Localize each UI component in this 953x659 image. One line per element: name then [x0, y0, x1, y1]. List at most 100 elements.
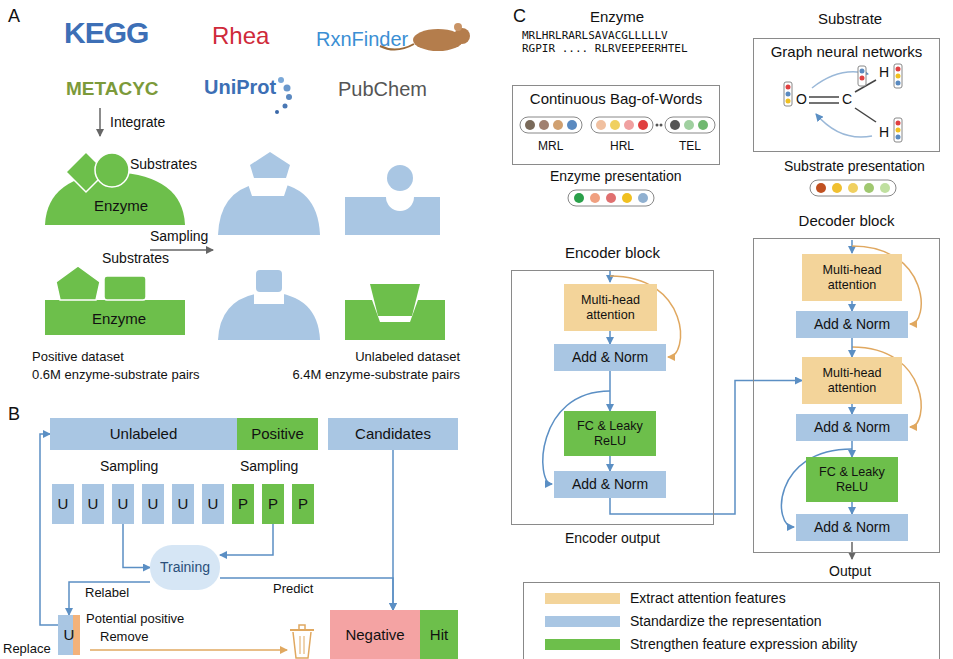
box-label: U: [148, 495, 159, 512]
process-box: P: [262, 484, 284, 524]
connector: [40, 434, 58, 625]
connector: [609, 456, 611, 471]
process-box: P: [232, 484, 254, 524]
text-label: Output: [829, 563, 871, 579]
text-label: 6.4M enzyme-substrate pairs: [292, 368, 460, 383]
connector: [123, 524, 150, 568]
box-label: Positive: [251, 425, 304, 442]
text-label: Rhea: [212, 22, 269, 50]
block-frame: Decoder blockMulti-head attentionAdd & N…: [753, 238, 940, 553]
box-label: U: [64, 626, 75, 643]
process-box: Hit: [420, 610, 458, 659]
edge-label: Replace: [2, 642, 52, 657]
text-label: PubChem: [338, 78, 427, 101]
text-label: MRLHRLRARLSAVACGLLLLLV RGPIR .... RLRVEE…: [522, 30, 694, 55]
box-label: Enzyme: [92, 310, 146, 327]
box-label: Add & Norm: [814, 519, 890, 535]
text-label: O: [796, 91, 807, 107]
box-label: Multi-head attention: [802, 263, 902, 292]
text-label: MRL: [538, 140, 563, 154]
process-box: U: [142, 484, 164, 524]
box-label: FC & Leaky ReLU: [564, 419, 656, 448]
text-label: Sampling: [150, 228, 208, 244]
text-label: Substrate presentation: [784, 158, 925, 174]
process-box: FC & Leaky ReLU: [564, 411, 656, 456]
process-box: U: [202, 484, 224, 524]
panel-letter: B: [8, 404, 20, 425]
legend-text: Strengthen feature expression ability: [630, 636, 857, 652]
process-box: U: [58, 615, 80, 655]
block-heading: Decoder block: [754, 212, 939, 229]
text-label: Substrate: [818, 10, 882, 27]
connector: [392, 450, 394, 610]
panel-letter: A: [8, 6, 20, 27]
connector: [851, 404, 853, 414]
text-label: H: [879, 124, 889, 140]
text-label: UniProt: [204, 76, 276, 99]
connector: [851, 301, 853, 311]
process-box: Training: [150, 545, 220, 590]
box-label: P: [268, 495, 278, 512]
text-label: METACYC: [66, 78, 159, 100]
text-label: H: [879, 64, 889, 80]
text-label: 0.6M enzyme-substrate pairs: [32, 368, 200, 383]
process-box: Add & Norm: [796, 414, 908, 441]
box-label: Hit: [430, 626, 448, 643]
legend-text: Standardize the representation: [630, 613, 821, 629]
text-label: Integrate: [110, 114, 165, 130]
block-frame: Encoder blockMulti-head attentionAdd & N…: [511, 270, 714, 525]
process-box: Add & Norm: [796, 311, 908, 338]
text-label: Sampling: [240, 458, 298, 474]
text-label: Enzyme presentation: [550, 168, 682, 184]
connector: [609, 331, 611, 344]
text-label: Encoder output: [565, 530, 660, 546]
text-label: Positive dataset: [32, 350, 124, 365]
panel-letter: C: [513, 6, 526, 27]
box-label: U: [208, 495, 219, 512]
legend-text: Extract attention features: [630, 590, 786, 606]
process-box: Multi-head attention: [802, 254, 902, 301]
process-box: Enzyme: [88, 195, 154, 217]
process-box: Enzyme: [84, 308, 154, 330]
box-label: Negative: [345, 626, 404, 643]
process-box: Add & Norm: [554, 471, 666, 498]
connector: [69, 582, 150, 615]
box-label: Add & Norm: [572, 349, 648, 365]
process-box: Add & Norm: [796, 514, 908, 541]
box-label: Add & Norm: [572, 476, 648, 492]
text-label: Substrates: [102, 250, 169, 266]
box-label: Continuous Bag-of-Words: [513, 90, 719, 107]
box-label: Add & Norm: [814, 316, 890, 332]
box-label: Candidates: [355, 425, 431, 442]
text-label: HRL: [610, 140, 634, 154]
process-box: U: [82, 484, 104, 524]
text-label: RxnFinder: [316, 28, 408, 51]
connector: [220, 524, 273, 555]
connector: [851, 502, 853, 514]
process-box: U: [172, 484, 194, 524]
box-label: Enzyme: [94, 197, 148, 214]
block-heading: Encoder block: [512, 244, 713, 261]
box-label: Training: [160, 559, 210, 575]
box-label: U: [88, 495, 99, 512]
legend-swatch: [545, 639, 620, 650]
process-box: Candidates: [328, 418, 458, 450]
process-box: Multi-head attention: [564, 284, 657, 331]
process-box: Unlabeled: [50, 418, 237, 450]
text-label: Substrates: [130, 156, 197, 172]
box-label: Multi-head attention: [564, 293, 657, 322]
box-label: Unlabeled: [110, 425, 178, 442]
process-box: U: [112, 484, 134, 524]
connector: [609, 371, 611, 411]
process-box: Multi-head attention: [802, 357, 902, 404]
box-label: FC & Leaky ReLU: [806, 465, 898, 494]
text-label: Unlabeled dataset: [355, 350, 460, 365]
box-label: Multi-head attention: [802, 366, 902, 395]
connector: [851, 441, 853, 457]
text-label: Potential positive: [86, 612, 184, 627]
edge-label: Predict: [272, 582, 314, 597]
box-label: P: [298, 495, 308, 512]
edge-label: Relabel: [84, 586, 130, 601]
process-box: Negative: [330, 610, 420, 659]
